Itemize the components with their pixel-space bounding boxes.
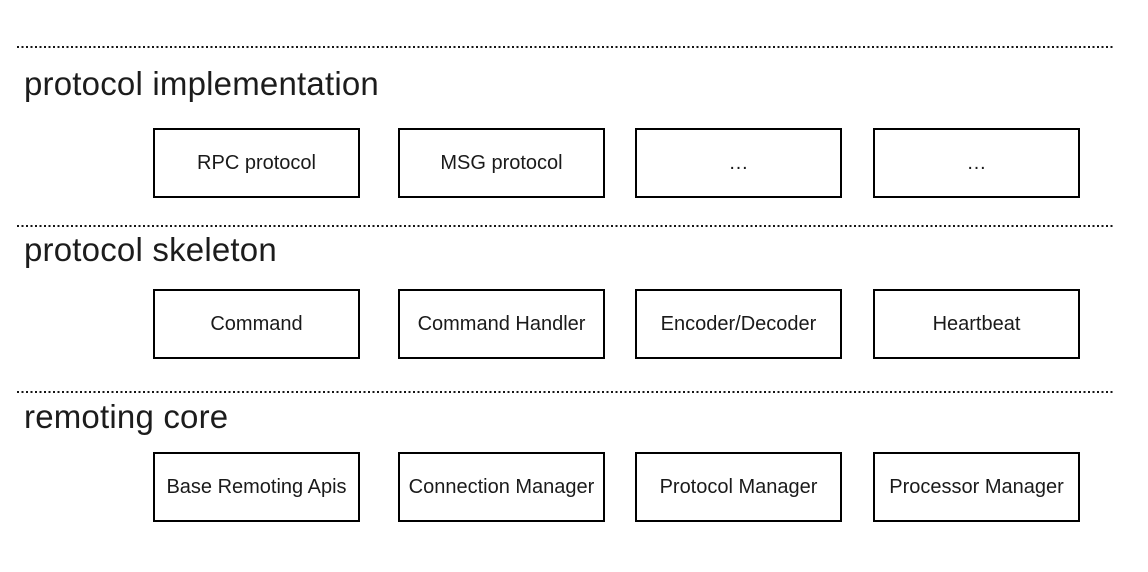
box-label: RPC protocol (197, 152, 316, 174)
section-divider-dotted (17, 225, 1113, 227)
box-msg-protocol: MSG protocol (398, 128, 605, 198)
box-command-handler: Command Handler (398, 289, 605, 359)
box-row-protocol-implementation: RPC protocol MSG protocol … … (0, 128, 1148, 198)
section-title-protocol-implementation: protocol implementation (24, 65, 379, 102)
section-title-protocol-skeleton: protocol skeleton (24, 231, 277, 268)
section-divider-dotted (17, 46, 1113, 48)
box-row-protocol-skeleton: Command Command Handler Encoder/Decoder … (0, 289, 1148, 359)
box-protocol-manager: Protocol Manager (635, 452, 842, 522)
box-label: Processor Manager (889, 476, 1064, 498)
box-connection-manager: Connection Manager (398, 452, 605, 522)
box-processor-manager: Processor Manager (873, 452, 1080, 522)
box-label: Command (210, 313, 303, 335)
box-ellipsis-2: … (873, 128, 1080, 198)
box-label: Command Handler (417, 313, 586, 335)
box-rpc-protocol: RPC protocol (153, 128, 360, 198)
box-label: Encoder/Decoder (660, 313, 817, 335)
box-label: Protocol Manager (659, 476, 818, 498)
box-label: Heartbeat (932, 313, 1021, 335)
box-base-remoting-apis: Base Remoting Apis (153, 452, 360, 522)
box-label: Base Remoting Apis (166, 476, 347, 498)
box-label: … (728, 152, 749, 174)
box-label: MSG protocol (440, 152, 563, 174)
box-heartbeat: Heartbeat (873, 289, 1080, 359)
box-label: Connection Manager (408, 476, 595, 498)
section-divider-dotted (17, 391, 1113, 393)
box-ellipsis-1: … (635, 128, 842, 198)
box-encoder-decoder: Encoder/Decoder (635, 289, 842, 359)
box-row-remoting-core: Base Remoting Apis Connection Manager Pr… (0, 452, 1148, 522)
box-label: … (966, 152, 987, 174)
section-title-remoting-core: remoting core (24, 398, 229, 435)
box-command: Command (153, 289, 360, 359)
